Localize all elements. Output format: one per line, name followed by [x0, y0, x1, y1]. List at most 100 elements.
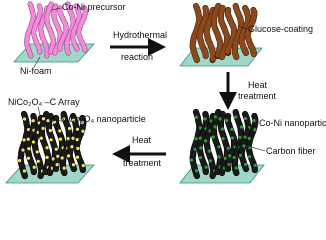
glucose-coated-nanowires — [189, 2, 258, 64]
arrow-heat-treatment-2: Heat treatment — [112, 135, 166, 168]
nanoparticle-dot — [193, 147, 197, 151]
label-co-ni-precursor: Co-Ni precursor — [62, 2, 126, 12]
nanoparticle-dot — [234, 166, 238, 170]
nanoparticle-dot — [49, 138, 53, 142]
nanowire — [67, 113, 79, 172]
label-treatment-1: treatment — [238, 91, 277, 101]
nanoparticle-dot — [45, 155, 49, 159]
nanoparticle-dot — [225, 118, 229, 123]
nanoparticle-dot — [211, 135, 215, 139]
label-heat-1: Heat — [248, 80, 268, 90]
nanowire — [211, 109, 223, 175]
nanoparticle-dot — [67, 126, 72, 131]
label-ni-foam: Ni-foam — [20, 66, 52, 76]
nanoparticle-dot — [22, 169, 27, 173]
nanowire — [31, 4, 43, 54]
nanowire — [225, 7, 237, 56]
nanowire — [218, 111, 230, 176]
panel-glucose-coated: Glucose-coating — [179, 2, 313, 67]
nanowire — [190, 3, 202, 63]
nanoparticle-dot — [26, 156, 31, 160]
arrow-hydrothermal: Hydrothermal reaction — [110, 30, 167, 62]
nanoparticle-dot — [54, 147, 58, 151]
nanowire — [32, 115, 44, 179]
nanoparticle-dot — [41, 126, 45, 130]
nanoparticle-dot — [26, 137, 30, 141]
nanowire — [57, 6, 69, 51]
nanowire — [204, 113, 216, 179]
nanoparticle-dot — [194, 115, 199, 119]
nanowire — [239, 5, 251, 56]
nanoparticle-dot — [58, 129, 62, 133]
nanoparticle-dot — [66, 136, 70, 141]
nanoparticle-dot — [71, 136, 75, 140]
nanoparticle-dot — [66, 154, 71, 158]
nanoparticle-dot — [62, 117, 66, 121]
nanowire — [239, 111, 251, 172]
nanowire — [246, 113, 258, 173]
nanowire — [204, 7, 216, 63]
nanoparticle-dot — [189, 158, 194, 162]
nanoparticle-dot — [70, 145, 74, 149]
nanoparticle-dot — [218, 117, 222, 121]
nanoparticle-dot — [71, 118, 76, 122]
nanoparticle-dot — [31, 140, 36, 144]
nanoparticle-dot — [80, 120, 84, 124]
nanoparticle-dot — [22, 138, 26, 142]
nanoparticle-dot — [198, 126, 203, 130]
nanowire — [232, 109, 244, 176]
nanoparticle-dot — [75, 155, 80, 159]
label-reaction: reaction — [121, 52, 153, 62]
label-co-ni-nanoparticle: Co-Ni nanoparticle — [259, 118, 326, 128]
nanowire — [74, 115, 86, 173]
nanoparticle-dot — [198, 136, 202, 140]
nanowire — [60, 111, 72, 176]
nanoparticle-dot — [198, 156, 203, 160]
precursor-nanowires — [24, 1, 88, 59]
synthesis-schematic: Co-Ni precursor Ni-foam Hydrothermal rea… — [5, 1, 326, 184]
nanoparticle-dot — [232, 155, 236, 160]
panel-carbon-fiber: Co-Ni nanoparticle Carbon fiber — [179, 108, 326, 184]
panel-nico2o4-array: NiCo₂O₄ –C Array NiCo₂O₄ nanoparticle — [5, 97, 146, 184]
nanoparticle-dot — [75, 127, 80, 131]
nanowire — [245, 7, 257, 57]
nanoparticle-dot — [60, 156, 64, 160]
nanoparticle-dot — [217, 155, 221, 159]
nanoparticle-dot — [75, 137, 79, 142]
nanoparticle-dot — [238, 135, 242, 140]
nanoparticle-dot — [208, 159, 212, 163]
nanoparticle-dot — [226, 146, 230, 150]
arrow-heat-treatment-1: Heat treatment — [219, 72, 277, 110]
label-hydrothermal: Hydrothermal — [113, 30, 167, 40]
nanoparticle-dot — [27, 147, 31, 151]
nanoparticle-dot — [46, 119, 50, 123]
nanoparticle-dot — [243, 135, 247, 139]
nanowire — [70, 4, 82, 51]
nanoparticle-dot — [41, 117, 46, 121]
panel-precursor: Co-Ni precursor Ni-foam — [13, 1, 126, 76]
nanoparticle-dot — [247, 155, 252, 159]
nanoparticle-dot — [81, 163, 85, 168]
nanowire — [53, 115, 65, 172]
nanowire — [76, 6, 88, 52]
nanowire — [190, 109, 202, 179]
nanoparticle-dot — [21, 148, 25, 152]
nanowire — [197, 5, 209, 59]
nanoparticle-dot — [36, 159, 40, 163]
nanoparticle-dot — [243, 162, 248, 167]
label-treatment-2: treatment — [123, 158, 162, 168]
nanoparticle-dot — [217, 145, 221, 149]
nanoparticle-dot — [62, 166, 66, 170]
nanoparticle-dot — [243, 116, 248, 121]
nanoparticle-dot — [71, 163, 76, 167]
nanoparticle-dot — [207, 149, 211, 153]
nanoparticle-dot — [230, 136, 235, 140]
nanoparticle-dot — [239, 125, 244, 129]
nanoparticle-dot — [247, 136, 251, 141]
nanoparticle-dot — [55, 162, 59, 167]
nanoparticle-dot — [234, 115, 238, 119]
nanoparticle-dot — [26, 127, 31, 132]
label-carbon-fiber: Carbon fiber — [266, 146, 316, 156]
nanoparticle-dot — [204, 165, 208, 169]
nanowire — [211, 3, 223, 59]
